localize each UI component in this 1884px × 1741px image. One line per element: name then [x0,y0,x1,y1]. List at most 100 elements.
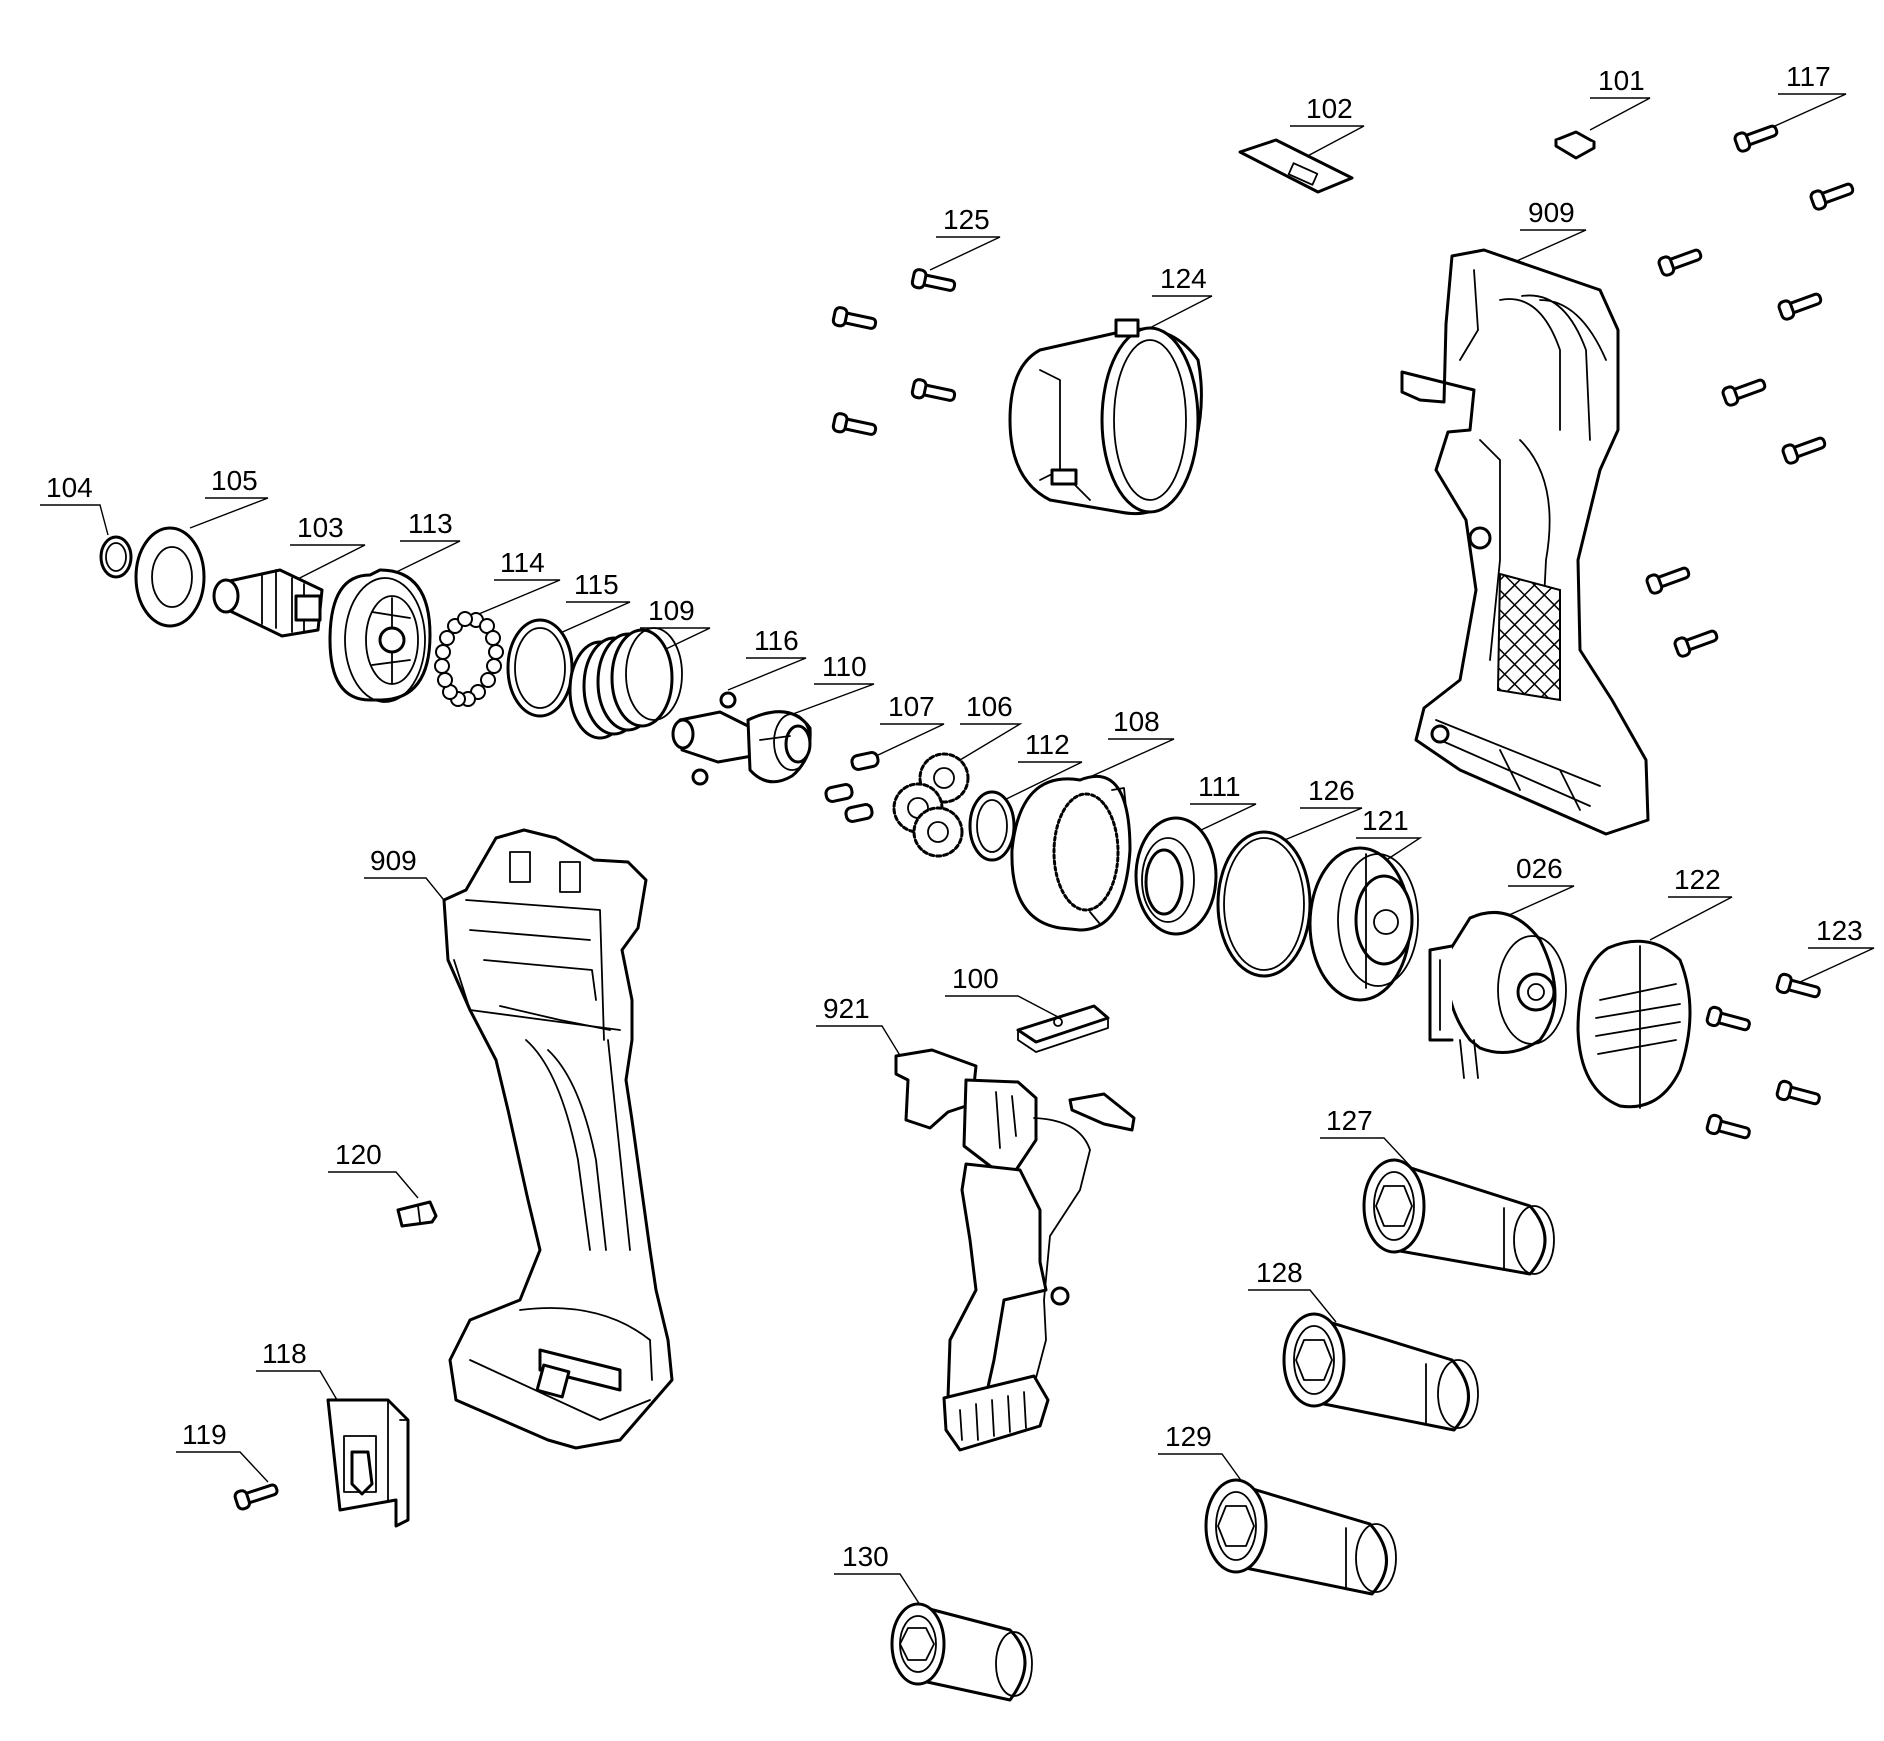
ball-116 [691,691,737,786]
label-101: 101 [1589,65,1651,131]
label-119: 119 [176,1419,269,1483]
screw-125 [830,267,958,441]
label-124: 124 [1133,263,1213,337]
label-921: 921 [816,993,905,1063]
svg-text:909: 909 [1528,197,1575,228]
svg-text:103: 103 [297,512,344,543]
part-100 [1016,1004,1110,1053]
svg-text:026: 026 [1516,853,1563,884]
o-ring-126 [1216,830,1312,978]
svg-text:100: 100 [952,963,999,994]
label-909-right: 909 [1509,197,1587,265]
spindle-110 [671,710,812,784]
svg-text:123: 123 [1816,915,1863,946]
screw-117 [1644,119,1857,660]
svg-text:105: 105 [211,465,258,496]
svg-text:116: 116 [754,625,799,656]
svg-text:102: 102 [1306,93,1353,124]
pin-107 [824,751,880,823]
svg-text:909: 909 [370,845,417,876]
bearing-111 [1134,816,1218,936]
label-909-left: 909 [364,845,453,911]
label-127: 127 [1320,1105,1413,1169]
svg-text:121: 121 [1362,805,1409,836]
label-108: 108 [1091,706,1175,777]
label-118: 118 [256,1338,341,1406]
ball-ring-114 [434,611,504,707]
label-102: 102 [1290,93,1365,161]
gear-housing-124 [1008,318,1203,516]
label-115: 115 [539,569,631,643]
switch-120 [396,1200,438,1228]
label-117: 117 [1765,61,1847,131]
label-plate-102 [1238,138,1354,194]
svg-text:124: 124 [1160,263,1207,294]
screw-123 [1704,971,1823,1144]
screw-119 [232,1478,281,1512]
svg-text:110: 110 [822,651,867,682]
ring-gear-108 [1010,774,1132,932]
svg-text:120: 120 [335,1139,382,1170]
svg-text:127: 127 [1326,1105,1373,1136]
svg-text:130: 130 [842,1541,889,1572]
svg-text:115: 115 [574,569,619,600]
motor-026 [1428,910,1567,1079]
label-125: 125 [929,204,1001,271]
svg-text:113: 113 [408,508,453,539]
anvil-103 [212,568,324,638]
o-ring-104 [99,535,133,579]
housing-half-909-left [442,828,674,1450]
washer-105 [134,526,206,628]
o-ring-115 [506,618,574,718]
svg-text:106: 106 [966,691,1013,722]
label-123: 123 [1799,915,1875,983]
belt-clip-118 [326,1398,410,1528]
label-122: 122 [1649,864,1733,941]
svg-text:108: 108 [1113,706,1160,737]
svg-text:129: 129 [1165,1421,1212,1452]
label-129: 129 [1158,1421,1249,1491]
svg-text:128: 128 [1256,1257,1303,1288]
label-026: 026 [1497,853,1575,921]
housing-half-909-right [1400,248,1650,836]
svg-text:921: 921 [823,993,870,1024]
label-106: 106 [959,691,1023,761]
bearing-plate-121 [1308,846,1419,1002]
svg-text:114: 114 [500,547,545,578]
label-116: 116 [727,625,807,691]
socket-128 [1282,1312,1479,1432]
socket-130 [890,1602,1033,1702]
spring-109 [568,627,683,740]
label-105: 105 [189,465,269,529]
socket-129 [1204,1478,1397,1596]
label-100: 100 [945,963,1061,1019]
label-111: 111 [1179,771,1257,841]
svg-text:101: 101 [1598,65,1645,96]
label-126: 126 [1269,775,1363,847]
switch-assembly-921 [894,1048,1136,1452]
end-cap-122 [1576,939,1692,1109]
svg-text:109: 109 [648,595,695,626]
label-107: 107 [875,691,945,757]
svg-text:112: 112 [1025,729,1070,760]
svg-text:104: 104 [46,472,93,503]
label-120: 120 [328,1139,419,1199]
svg-text:119: 119 [182,1419,227,1450]
label-109: 109 [625,595,711,669]
label-103: 103 [275,512,366,591]
button-101 [1554,130,1596,160]
svg-text:107: 107 [888,691,935,722]
o-ring-112 [968,790,1016,862]
svg-text:117: 117 [1786,61,1831,92]
svg-text:126: 126 [1308,775,1355,806]
label-104: 104 [40,472,109,536]
label-121: 121 [1356,805,1423,873]
label-110: 110 [781,651,875,719]
planet-gears-106 [892,752,970,858]
svg-text:125: 125 [943,204,990,235]
label-128: 128 [1248,1257,1337,1323]
svg-text:122: 122 [1674,864,1721,895]
label-114: 114 [473,547,561,617]
hammer-casing-113 [328,568,432,703]
